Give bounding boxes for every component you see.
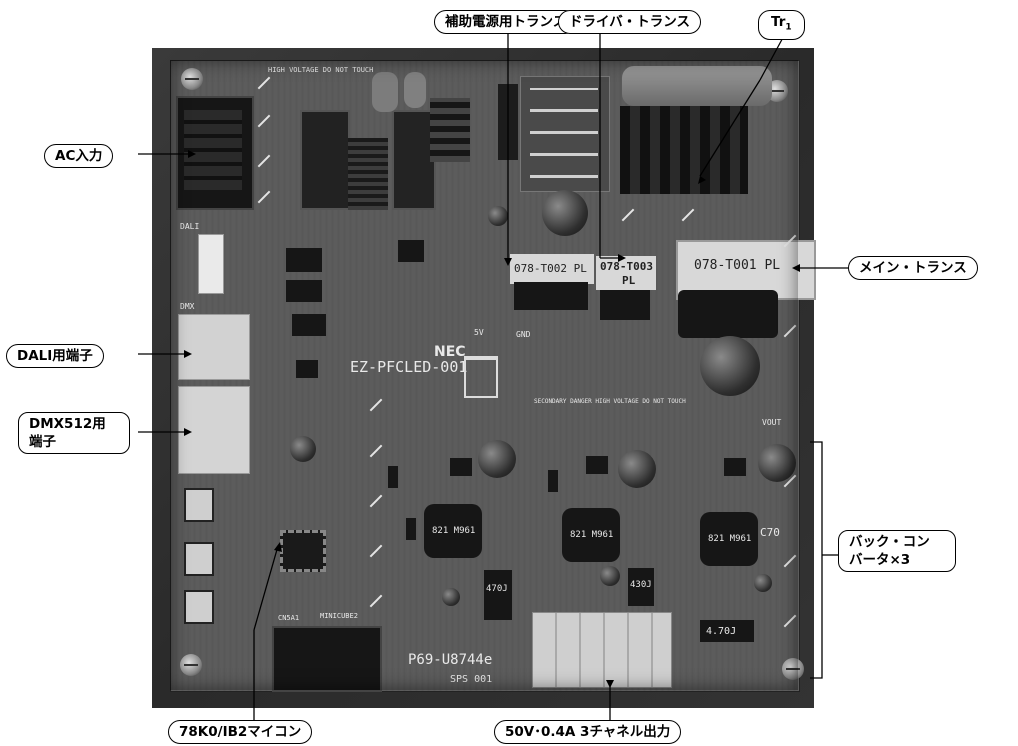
electrolytic-capacitor-small bbox=[488, 206, 508, 226]
tr1-label: Tr bbox=[771, 14, 786, 30]
callout-buck-converter: バック・コン バータ×3 bbox=[838, 530, 956, 572]
callout-ac-input: AC入力 bbox=[44, 144, 114, 168]
brand-silk: NEC bbox=[434, 344, 466, 360]
buck-capacitor-small-1 bbox=[442, 588, 460, 606]
photocoupler-2 bbox=[286, 280, 322, 302]
line-filter-choke-2 bbox=[348, 138, 388, 210]
mounting-screw-bottom-left bbox=[180, 654, 202, 676]
dali-silk: DALI bbox=[180, 222, 200, 231]
vout-silk: VOUT bbox=[762, 418, 782, 427]
photocoupler-1 bbox=[286, 248, 322, 272]
aux-transformer-core bbox=[514, 282, 588, 310]
smd-resistor-2-label: 430J bbox=[630, 580, 652, 590]
gnd-silk: GND bbox=[516, 330, 531, 339]
mounting-screw-bottom-right bbox=[782, 658, 804, 680]
buck-inductor-3-label: 821 M961 bbox=[708, 534, 752, 544]
callout-mcu: 78K0/IB2マイコン bbox=[168, 720, 313, 744]
tr1-subscript: 1 bbox=[785, 22, 792, 33]
callout-main-transformer: メイン・トランス bbox=[848, 256, 978, 280]
buck-callout-line2: バータ×3 bbox=[849, 552, 911, 568]
buck-callout-line1: バック・コン bbox=[849, 534, 930, 550]
dmx-silk: DMX bbox=[180, 302, 195, 311]
bridge-rectifier bbox=[430, 98, 470, 162]
callout-aux-transformer: 補助電源用トランス bbox=[434, 10, 578, 34]
buck-inductor-1 bbox=[424, 504, 482, 558]
dmx-callout-line1: DMX512用 bbox=[29, 416, 106, 432]
weee-symbol bbox=[464, 356, 498, 398]
x-capacitor bbox=[372, 72, 398, 112]
buck-capacitor-2 bbox=[618, 450, 656, 488]
c70-silk: C70 bbox=[760, 526, 780, 539]
aux-transformer-label: 078-T002 PL bbox=[514, 262, 587, 275]
buck-capacitor-small-3 bbox=[754, 574, 772, 592]
smd-resistor-1 bbox=[484, 570, 512, 620]
smd-resistor-1-label: 470J bbox=[486, 584, 508, 594]
diode-ch3 bbox=[406, 518, 416, 540]
electrolytic-capacitor-out bbox=[700, 336, 760, 396]
switch-sw2 bbox=[184, 542, 214, 576]
board-name-silk: EZ-PFCLED-001 bbox=[350, 358, 468, 376]
driver-transformer-core bbox=[600, 290, 650, 320]
smd-resistor-3-label: 4.70J bbox=[706, 626, 737, 637]
driver-transformer-label-2: PL bbox=[622, 274, 636, 287]
dmx-callout-line2: 端子 bbox=[29, 434, 56, 450]
minicube-silk: MINICUBE2 bbox=[320, 612, 358, 620]
aux-transformer bbox=[510, 254, 594, 284]
transistor-q3 bbox=[724, 458, 746, 476]
callout-output: 50V･0.4A 3チャネル出力 bbox=[494, 720, 682, 744]
transistor-q1 bbox=[450, 458, 472, 476]
buck-capacitor-3 bbox=[758, 444, 796, 482]
line-filter-choke-3 bbox=[392, 110, 436, 210]
buck-inductor-1-label: 821 M961 bbox=[432, 526, 476, 536]
secondary-warning-text: SECONDARY DANGER HIGH VOLTAGE DO NOT TOU… bbox=[534, 398, 686, 405]
driver-transformer-label-1: 078-T003 bbox=[600, 260, 653, 273]
dali-terminal-block bbox=[178, 314, 250, 380]
tr1-heatsink bbox=[620, 106, 748, 194]
output-terminal-block bbox=[532, 612, 672, 688]
capacitor-c11 bbox=[290, 436, 316, 462]
diode-ch1 bbox=[388, 466, 398, 488]
buck-capacitor-1 bbox=[478, 440, 516, 478]
ic-pc1 bbox=[398, 240, 424, 262]
driver-transformer bbox=[596, 256, 656, 290]
buck-inductor-2 bbox=[562, 508, 620, 562]
heatsink-fins bbox=[530, 88, 598, 178]
dali-switch bbox=[198, 234, 224, 294]
buck-inductor-3 bbox=[700, 512, 758, 566]
diode-ch2 bbox=[548, 470, 558, 492]
callout-dali-terminal: DALI用端子 bbox=[6, 344, 104, 368]
buck-capacitor-small-2 bbox=[600, 566, 620, 586]
switch-sw1 bbox=[184, 488, 214, 522]
cn-silk: CN5A1 bbox=[278, 614, 300, 622]
part-number-silk: P69-U8744e bbox=[408, 652, 493, 668]
buck-inductor-2-label: 821 M961 bbox=[570, 530, 614, 540]
ac-input-terminal-screws bbox=[184, 110, 242, 190]
transistor-q2 bbox=[586, 456, 608, 474]
ic-small bbox=[296, 360, 318, 378]
photocoupler-3 bbox=[292, 314, 326, 336]
minicube-connector bbox=[272, 626, 382, 692]
y-capacitors bbox=[622, 66, 772, 106]
callout-tr1: Tr1 bbox=[758, 10, 805, 40]
dmx-terminal-block bbox=[178, 386, 250, 474]
hv-warning-text: HIGH VOLTAGE DO NOT TOUCH bbox=[268, 66, 374, 74]
main-transformer-core bbox=[678, 290, 778, 338]
5v-silk: 5V bbox=[474, 328, 484, 337]
smd-resistor-3 bbox=[700, 620, 754, 642]
electrolytic-capacitor-aux bbox=[542, 190, 588, 236]
callout-dmx-terminal: DMX512用 端子 bbox=[18, 412, 130, 454]
callout-driver-transformer: ドライバ・トランス bbox=[558, 10, 701, 34]
mounting-screw-top-left bbox=[181, 68, 203, 90]
x-capacitor-2 bbox=[404, 72, 426, 108]
switch-sw3 bbox=[184, 590, 214, 624]
sps-silk: SPS 001 bbox=[450, 674, 493, 685]
main-transformer-label: 078-T001 PL bbox=[694, 258, 781, 273]
smd-resistor-2 bbox=[628, 568, 654, 606]
